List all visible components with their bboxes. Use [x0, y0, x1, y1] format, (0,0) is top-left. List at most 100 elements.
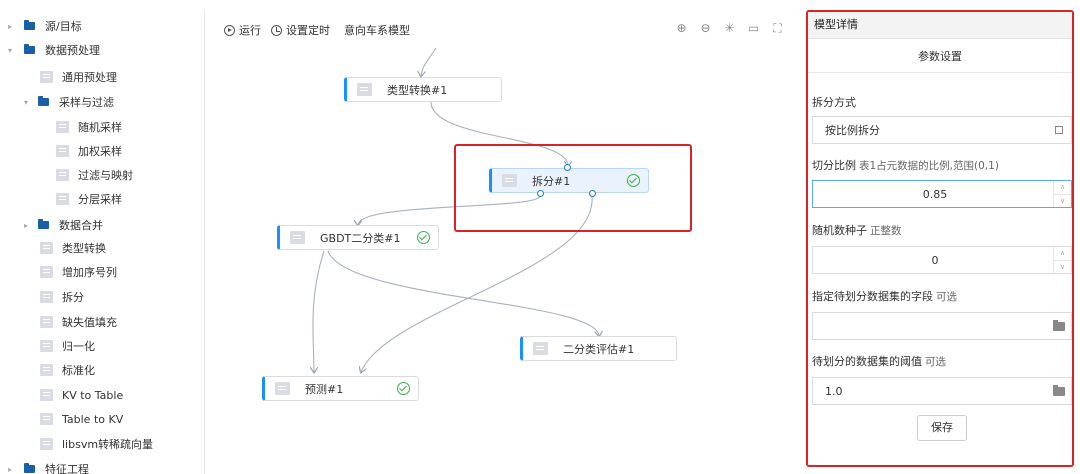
node-binary-eval[interactable]: 二分类评估#1 — [520, 336, 677, 361]
model-name: 意向车系模型 — [344, 24, 410, 37]
split-method-select[interactable]: 按比例拆分 — [812, 116, 1072, 144]
tree-item-table-to-kv[interactable]: Table to KV — [40, 409, 123, 429]
success-check-icon — [627, 174, 640, 187]
tree-item-label: libsvm转稀疏向量 — [62, 438, 154, 451]
tree-item-feature-eng[interactable]: ▸ 特征工程 — [4, 459, 89, 474]
component-icon — [40, 340, 53, 352]
component-tree: ▸ 源/目标 ▾ 数据预处理 通用预处理 ▾ 采样与过滤 随机采样 加权采样 — [0, 10, 205, 474]
tree-item-libsvm-sparse[interactable]: libsvm转稀疏向量 — [40, 434, 153, 454]
split-ratio-input[interactable]: 0.85 ∧ ∨ — [812, 180, 1072, 208]
tree-item-missing-fill[interactable]: 缺失值填充 — [40, 312, 117, 332]
tree-item-normalize[interactable]: 归一化 — [40, 336, 95, 356]
node-predict[interactable]: 预测#1 — [262, 376, 419, 401]
node-label: GBDT二分类#1 — [320, 231, 401, 245]
node-type-convert[interactable]: 类型转换#1 — [344, 77, 502, 102]
folder-browse-icon[interactable] — [1053, 385, 1065, 396]
edge-type-convert-to-split — [430, 101, 568, 166]
tree-item-label: KV to Table — [62, 388, 124, 402]
expand-arrow-icon[interactable]: ▸ — [7, 21, 12, 31]
play-icon — [224, 24, 235, 36]
split-field-label: 指定待划分数据集的字段可选 — [812, 288, 957, 304]
tree-item-filter-map[interactable]: 过滤与映射 — [56, 165, 133, 185]
stepper-down-icon[interactable]: ∨ — [1054, 259, 1071, 274]
folder-browse-icon[interactable] — [1053, 320, 1065, 331]
tree-item-label: 采样与过滤 — [59, 96, 114, 109]
run-button[interactable]: 运行 — [224, 22, 261, 38]
clock-icon — [271, 24, 282, 36]
input-port[interactable] — [564, 164, 571, 171]
tree-item-type-convert[interactable]: 类型转换 — [40, 238, 106, 258]
tree-item-data-merge[interactable]: ▸ 数据合并 — [20, 215, 103, 235]
tree-item-label: 数据预处理 — [45, 44, 100, 57]
collapse-arrow-icon[interactable]: ▾ — [23, 97, 28, 107]
tree-item-sample-filter[interactable]: ▾ 采样与过滤 — [20, 92, 114, 112]
save-button[interactable]: 保存 — [917, 415, 967, 441]
tree-item-label: 拆分 — [62, 291, 84, 304]
component-icon — [275, 382, 290, 395]
edge-gbdt-to-predict — [313, 250, 325, 372]
dropdown-square-icon — [1055, 126, 1063, 134]
stepper-down-icon[interactable]: ∨ — [1054, 193, 1071, 208]
number-stepper[interactable]: ∧ ∨ — [1053, 181, 1071, 207]
component-icon — [40, 242, 53, 254]
panel-title: 模型详情 — [808, 12, 1072, 39]
tree-item-stratified-sample[interactable]: 分层采样 — [56, 189, 122, 209]
split-method-value: 按比例拆分 — [825, 124, 880, 137]
number-stepper[interactable]: ∧ ∨ — [1053, 247, 1071, 273]
field-label-text: 待划分的数据集的阈值 — [812, 355, 922, 368]
run-label: 运行 — [239, 24, 261, 37]
tree-item-random-sample[interactable]: 随机采样 — [56, 117, 122, 137]
seed-label: 随机数种子正整数 — [812, 222, 902, 238]
node-label: 拆分#1 — [532, 174, 571, 188]
tab-param-settings[interactable]: 参数设置 — [808, 39, 1072, 73]
seed-input[interactable]: 0 ∧ ∨ — [812, 246, 1072, 274]
tree-item-add-index[interactable]: 增加序号列 — [40, 262, 117, 282]
tree-item-kv-to-table[interactable]: KV to Table — [40, 385, 123, 405]
tree-item-weighted-sample[interactable]: 加权采样 — [56, 141, 122, 161]
tree-item-general-preprocess[interactable]: 通用预处理 — [40, 67, 117, 87]
tree-item-source-target[interactable]: ▸ 源/目标 — [4, 16, 82, 36]
node-gbdt-classifier[interactable]: GBDT二分类#1 — [277, 225, 439, 250]
stepper-up-icon[interactable]: ∧ — [1059, 249, 1066, 257]
model-detail-panel: 模型详情 参数设置 拆分方式 按比例拆分 切分比例表1占元数据的比例,范围(0,… — [806, 10, 1074, 467]
edge-split-to-gbdt — [358, 195, 541, 225]
canvas-toolbar: 运行 设置定时 意向车系模型 — [224, 22, 410, 38]
view-controls: ⊕ ⊖ ✳ ▭ ⛶ — [675, 22, 784, 35]
tree-item-standardize[interactable]: 标准化 — [40, 360, 95, 380]
component-icon — [40, 364, 53, 376]
field-hint: 可选 — [925, 356, 946, 368]
component-icon — [533, 342, 548, 355]
fit-center-icon[interactable]: ✳ — [724, 21, 735, 35]
collapse-arrow-icon[interactable]: ▾ — [7, 45, 12, 55]
expand-arrow-icon[interactable]: ▸ — [7, 464, 12, 474]
folder-icon — [24, 44, 35, 54]
component-icon — [56, 169, 69, 181]
component-icon — [40, 413, 53, 425]
component-icon — [290, 231, 305, 244]
zoom-in-icon[interactable]: ⊕ — [676, 21, 687, 35]
node-split[interactable]: 拆分#1 — [489, 168, 649, 193]
threshold-label: 待划分的数据集的阈值可选 — [812, 353, 946, 369]
tree-item-label: 数据合并 — [59, 219, 103, 232]
component-icon — [40, 71, 53, 83]
zoom-out-icon[interactable]: ⊖ — [700, 21, 711, 35]
expand-arrow-icon[interactable]: ▸ — [23, 220, 28, 230]
workflow-canvas[interactable]: 运行 设置定时 意向车系模型 ⊕ ⊖ ✳ ▭ ⛶ 类型转换#1 拆分#1 — [206, 10, 800, 474]
tree-item-label: 加权采样 — [78, 145, 122, 158]
folder-icon — [24, 20, 35, 30]
split-field-input[interactable] — [812, 312, 1072, 340]
component-icon — [56, 193, 69, 205]
fullscreen-icon[interactable]: ⛶ — [773, 21, 782, 35]
threshold-input[interactable]: 1.0 — [812, 377, 1072, 405]
stepper-up-icon[interactable]: ∧ — [1059, 183, 1066, 191]
component-icon — [56, 145, 69, 157]
tree-item-label: 过滤与映射 — [78, 169, 133, 182]
tree-item-preprocess[interactable]: ▾ 数据预处理 — [4, 40, 100, 60]
tree-item-split[interactable]: 拆分 — [40, 287, 84, 307]
output-port-left[interactable] — [537, 190, 544, 197]
tree-item-label: Table to KV — [62, 412, 124, 426]
tree-item-label: 随机采样 — [78, 121, 122, 134]
output-port-right[interactable] — [589, 190, 596, 197]
schedule-button[interactable]: 设置定时 — [271, 22, 330, 38]
minimap-icon[interactable]: ▭ — [747, 21, 760, 35]
